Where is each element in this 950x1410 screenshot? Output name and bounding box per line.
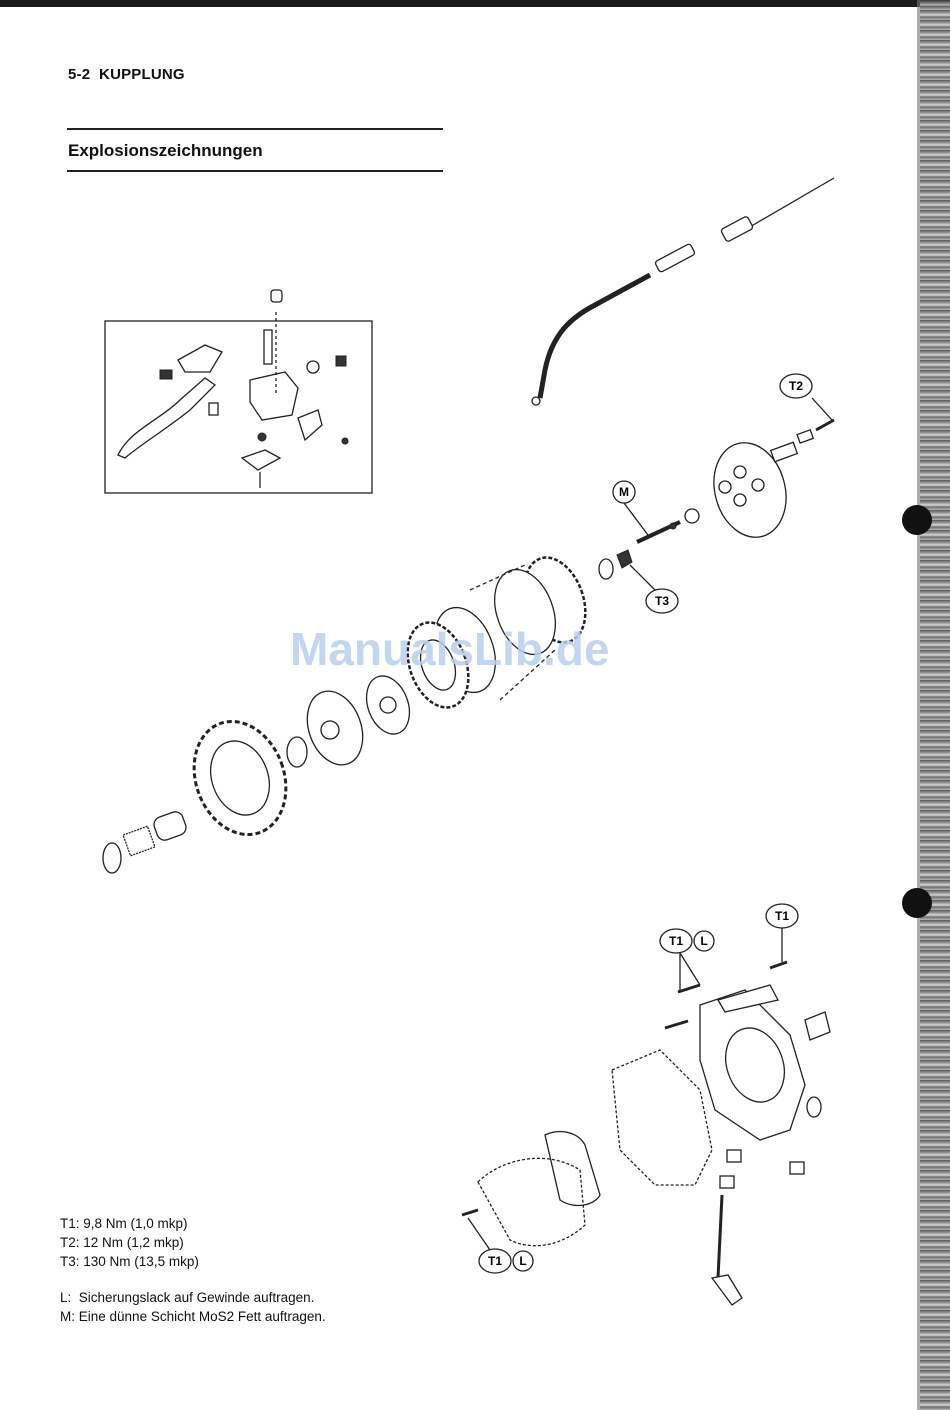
cable-sleeve [655,243,696,272]
l-callout-label: L [519,1254,526,1268]
callout-t3: T3 [646,589,678,613]
torque-row-t3: T3: 130 Nm (13,5 mkp) [60,1252,199,1271]
thrust-washer [287,737,307,767]
housing-washer [103,843,121,873]
t2-leader [812,398,832,420]
watermark: ManualsLib.de [290,622,609,676]
lock-nut [258,433,266,441]
adjust-nut [336,356,346,366]
cable-housing [540,275,650,398]
note-row-l: L: Sicherungslack auf Gewinde auftragen. [60,1288,326,1307]
t2-callout-label: T2 [789,379,803,393]
cover-gasket [612,1050,712,1185]
clutch-hub-inner [359,670,417,740]
clutch-hub [298,683,373,772]
m-leader [624,503,648,535]
callout-m: M [613,481,635,503]
cover-bolt-2 [665,1021,688,1028]
callout-t1-l-baffle: T1 L [479,1249,533,1273]
m-callout-label: M [619,485,629,499]
notes-legend: L: Sicherungslack auf Gewinde auftragen.… [60,1288,326,1326]
t1-callout-label: T1 [488,1254,502,1268]
clutch-hub-group [103,670,417,873]
holder-clamp [298,410,322,440]
clutch-cover [700,990,805,1140]
baffle-bolt [462,1210,478,1215]
baffle-plate [545,1132,600,1206]
needle-bearing [123,826,155,856]
t3-leader [630,565,655,590]
cable-end [532,397,540,405]
spring-bolt [816,420,834,430]
spring-cup [797,430,813,443]
clutch-cover-group [462,928,830,1305]
l-callout-label: L [700,934,707,948]
t3-callout-label: T3 [655,594,669,608]
clutch-switch [242,450,280,470]
cover-dowel-3 [720,1176,734,1188]
t1-callout-label: T1 [669,934,683,948]
cover-dowel-2 [790,1162,804,1174]
clutch-cable [532,178,834,405]
lock-washer [599,559,613,579]
housing-spacer [152,810,188,843]
lever-holder [250,372,298,420]
t1-callout-label: T1 [775,909,789,923]
pressure-plate-group [704,398,834,545]
torque-row-t1: T1: 9,8 Nm (1,0 mkp) [60,1214,199,1233]
release-arm [712,1275,742,1305]
note-row-m: M: Eine dünne Schicht MoS2 Fett auftrage… [60,1307,326,1326]
release-bearing [685,509,699,523]
adjuster-spring [160,370,172,379]
oil-seal [807,1097,821,1117]
bracket-bolt [770,962,787,968]
cover-dowel-1 [727,1150,741,1162]
clutch-lever [118,378,215,458]
pivot-bolt [264,330,272,364]
switch-plunger [209,403,218,415]
cable-adjuster [720,216,753,242]
oil-filler-cap [805,1012,830,1040]
release-shaft [718,1195,722,1278]
lever-perch-clamp [178,345,222,372]
clutch-lever-assembly [105,290,372,493]
cable-inner-wire [748,178,834,228]
washer [307,361,319,373]
callout-t2: T2 [780,374,812,398]
torque-row-t2: T2: 12 Nm (1,2 mkp) [60,1233,199,1252]
clamp-screw [342,438,348,444]
lever-inset-frame [105,321,372,493]
callout-t1-right: T1 [766,904,798,928]
callout-t1-l-cover: T1 L [660,929,714,953]
cover-bolt-1 [678,985,700,992]
clutch-housing [179,708,301,847]
clutch-spring [771,442,798,461]
pushrod-group [599,503,699,590]
torque-legend: T1: 9,8 Nm (1,0 mkp) T2: 12 Nm (1,2 mkp)… [60,1214,199,1271]
dust-cap [271,290,282,302]
